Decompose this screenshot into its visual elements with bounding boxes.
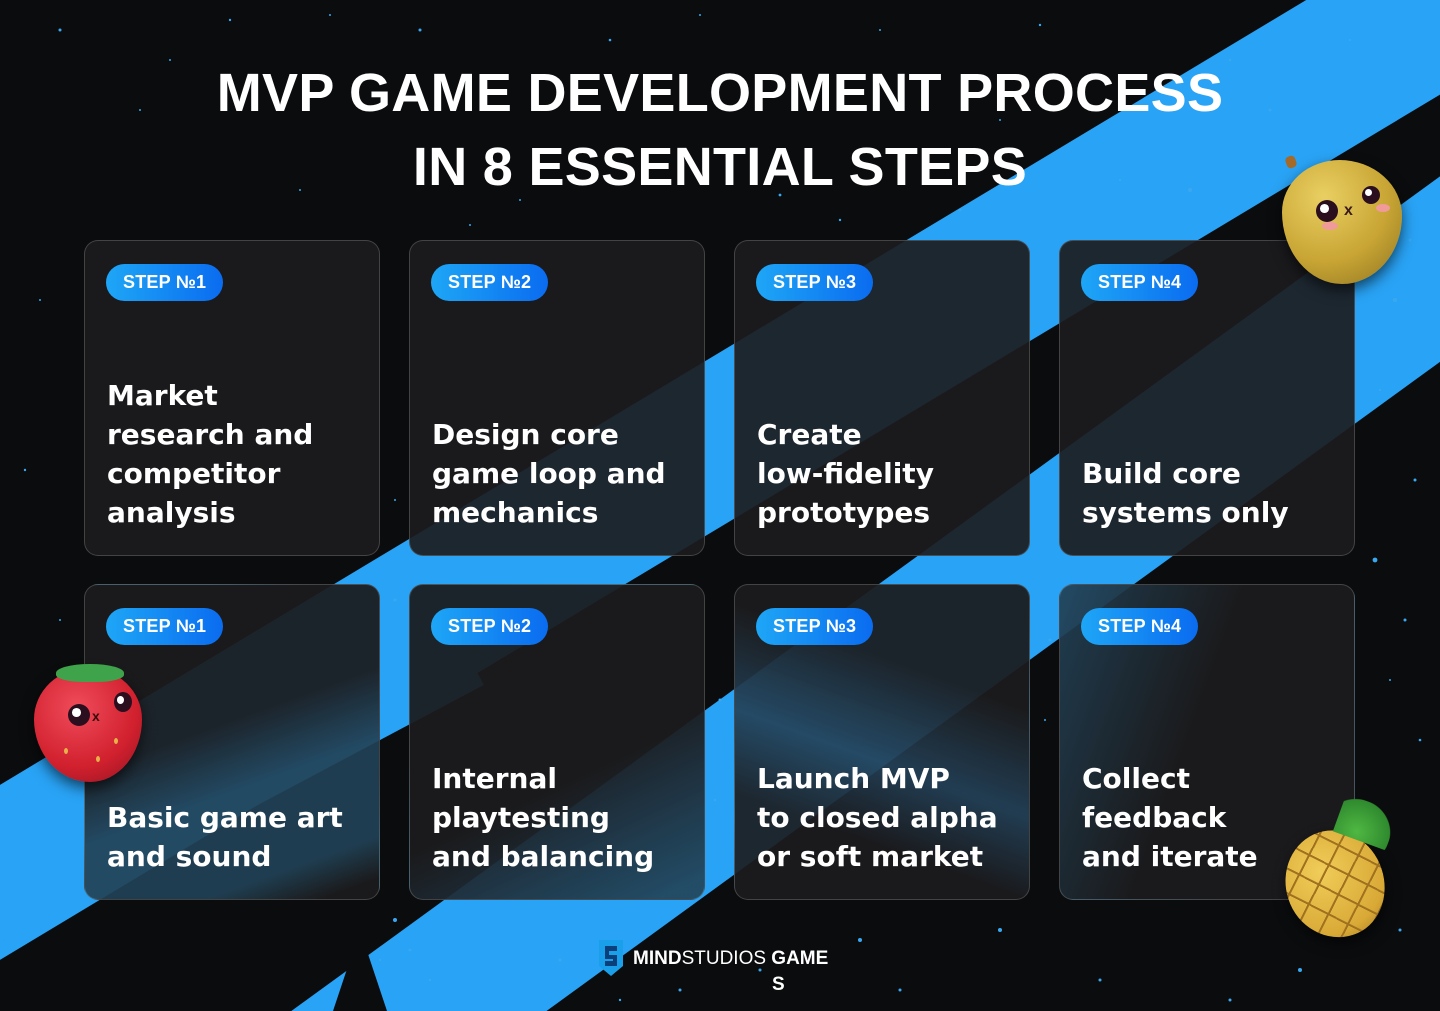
strawberry-mascot-icon: x bbox=[34, 664, 142, 782]
step-description: Create low-fidelity prototypes bbox=[757, 418, 934, 529]
step-badge: STEP №2 bbox=[431, 608, 549, 645]
dark-wedge bbox=[330, 930, 390, 1011]
logo-games: GAME bbox=[771, 948, 829, 969]
logo-mind: MIND bbox=[633, 948, 682, 969]
step-description: Design core game loop and mechanics bbox=[432, 418, 666, 529]
step-badge: STEP №3 bbox=[756, 608, 874, 645]
logo-studios: STUDIOS bbox=[681, 948, 772, 969]
pear-mascot-icon: x bbox=[1282, 154, 1402, 284]
step-description: Launch MVP to closed alpha or soft marke… bbox=[757, 762, 998, 873]
step-description: Collect feedback and iterate bbox=[1082, 762, 1258, 873]
title-line-2: IN 8 ESSENTIAL STEPS bbox=[412, 137, 1028, 197]
step-description: Build core systems only bbox=[1082, 457, 1289, 529]
step-badge: STEP №4 bbox=[1081, 264, 1199, 301]
shield-s-logo-icon bbox=[599, 940, 623, 976]
step-description: Basic game art and sound bbox=[107, 801, 343, 873]
mindstudios-logo: MINDSTUDIOS GAME S bbox=[597, 938, 828, 995]
step-badge: STEP №1 bbox=[106, 608, 224, 645]
step-card-3: STEP №3 Create low-fidelity prototypes bbox=[734, 240, 1030, 556]
step-card-7: STEP №3 Launch MVP to closed alpha or so… bbox=[734, 584, 1030, 900]
step-badge: STEP №2 bbox=[431, 264, 549, 301]
logo-overflow-letter: S bbox=[772, 974, 785, 995]
step-badge: STEP №1 bbox=[106, 264, 224, 301]
page-title: MVP GAME DEVELOPMENT PROCESS IN 8 ESSENT… bbox=[0, 56, 1440, 204]
step-card-4: STEP №4 Build core systems only bbox=[1059, 240, 1355, 556]
title-line-1: MVP GAME DEVELOPMENT PROCESS bbox=[216, 63, 1224, 123]
logo-wordmark: MINDSTUDIOS GAME bbox=[633, 946, 828, 972]
step-badge: STEP №3 bbox=[756, 264, 874, 301]
step-badge: STEP №4 bbox=[1081, 608, 1199, 645]
step-card-6: STEP №2 Internal playtesting and balanci… bbox=[409, 584, 705, 900]
step-description: Market research and competitor analysis bbox=[107, 379, 314, 529]
step-description: Internal playtesting and balancing bbox=[432, 762, 655, 873]
step-card-2: STEP №2 Design core game loop and mechan… bbox=[409, 240, 705, 556]
step-card-1: STEP №1 Market research and competitor a… bbox=[84, 240, 380, 556]
